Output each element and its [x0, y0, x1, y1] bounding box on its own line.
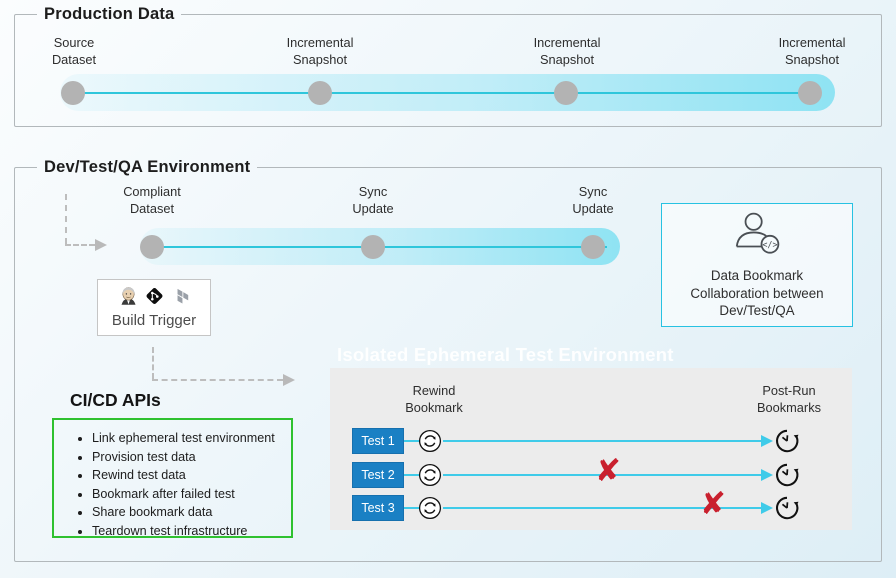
timeline-node — [554, 81, 578, 105]
timeline-node — [798, 81, 822, 105]
arrowhead-icon — [761, 435, 773, 447]
test-failure-x-icon: ✘ — [700, 486, 726, 522]
timeline-node — [61, 81, 85, 105]
test-2-chip: Test 2 — [352, 462, 404, 488]
dashed-connector-trigger-to-panel — [152, 379, 283, 381]
list-item: Rewind test data — [92, 466, 291, 485]
user-code-icon: </> — [730, 210, 784, 261]
rewind-bookmark-header: Rewind Bookmark — [405, 383, 463, 415]
build-tool-icons — [118, 285, 191, 312]
dev-section-title: Dev/Test/QA Environment — [44, 158, 251, 176]
dashed-connector-production-to-dev — [65, 194, 67, 244]
git-icon — [144, 285, 165, 312]
milestone-label-incremental-snapshot: Incremental Snapshot — [533, 35, 601, 67]
dashed-connector-production-to-dev — [65, 244, 95, 246]
list-item: Teardown test infrastructure — [92, 522, 291, 541]
collaboration-card-text: Data Bookmark Collaboration between Dev/… — [690, 267, 824, 319]
list-item: Share bookmark data — [92, 503, 291, 522]
timeline-node — [308, 81, 332, 105]
post-run-bookmark-icon — [774, 462, 800, 488]
row-connector — [404, 440, 420, 442]
rewind-bookmark-icon — [418, 429, 442, 453]
milestone-label-incremental-snapshot: Incremental Snapshot — [286, 35, 354, 67]
row-connector — [404, 507, 420, 509]
milestone-label-source-dataset: Source Dataset — [51, 35, 97, 67]
arrowhead-icon — [95, 239, 107, 251]
rewind-bookmark-icon — [418, 463, 442, 487]
production-section-title: Production Data — [44, 5, 175, 23]
terraform-icon — [170, 285, 191, 312]
cicd-apis-title: CI/CD APIs — [70, 390, 161, 410]
build-trigger-box: Build Trigger — [97, 279, 211, 336]
list-item: Link ephemeral test environment — [92, 429, 291, 448]
arrowhead-icon — [283, 374, 295, 386]
ephemeral-environment-watermark: Isolated Ephemeral Test Environment — [337, 344, 674, 365]
post-run-bookmark-icon — [774, 428, 800, 454]
row-connector — [404, 474, 420, 476]
test-run-line — [443, 474, 761, 476]
svg-text:</>: </> — [762, 239, 777, 249]
dev-test-qa-section: Dev/Test/QA Environment — [14, 158, 882, 562]
milestone-label-sync-update: Sync Update — [352, 184, 394, 216]
timeline-node — [140, 235, 164, 259]
timeline-node — [361, 235, 385, 259]
milestone-label-sync-update: Sync Update — [572, 184, 614, 216]
arrowhead-icon — [761, 502, 773, 514]
milestone-label-incremental-snapshot: Incremental Snapshot — [778, 35, 846, 67]
timeline-node — [581, 235, 605, 259]
jenkins-icon — [118, 285, 139, 312]
list-item: Provision test data — [92, 448, 291, 467]
dashed-connector-trigger-to-panel — [152, 347, 154, 379]
production-data-section: Production Data — [14, 5, 882, 127]
test-run-line — [443, 440, 761, 442]
arrowhead-icon — [761, 469, 773, 481]
post-run-bookmark-icon — [774, 495, 800, 521]
test-1-chip: Test 1 — [352, 428, 404, 454]
milestone-label-compliant-dataset: Compliant Dataset — [123, 184, 181, 216]
build-trigger-label: Build Trigger — [111, 311, 197, 329]
list-item: Bookmark after failed test — [92, 485, 291, 504]
data-bookmark-collaboration-card: </> Data Bookmark Collaboration between … — [661, 203, 853, 327]
production-timeline-line — [73, 92, 820, 94]
cicd-apis-list: Link ephemeral test environment Provisio… — [54, 429, 291, 541]
test-run-line — [443, 507, 761, 509]
test-3-chip: Test 3 — [352, 495, 404, 521]
rewind-bookmark-icon — [418, 496, 442, 520]
post-run-bookmarks-header: Post-Run Bookmarks — [756, 383, 821, 415]
cicd-apis-list-box: Link ephemeral test environment Provisio… — [52, 418, 293, 538]
test-failure-x-icon: ✘ — [595, 453, 621, 489]
